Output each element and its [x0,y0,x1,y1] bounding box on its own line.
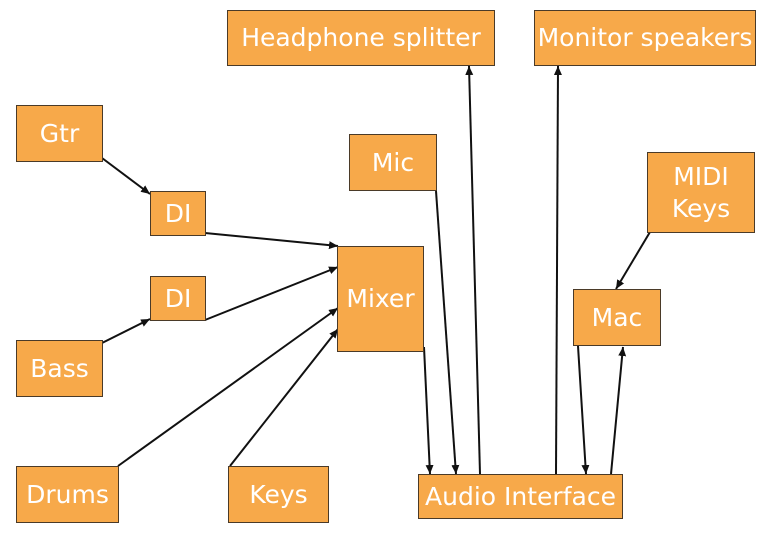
arrow-drums-to-mixer [117,307,339,467]
headphone-splitter-node: Headphone splitter [227,10,495,66]
mixer-node: Mixer [337,246,424,352]
midi-keys-node: MIDI Keys [647,152,755,233]
arrow-di-bottom-to-mixer [204,266,339,321]
di-node-bottom: DI [150,276,206,321]
arrow-gtr-to-di [101,157,151,195]
keys-node: Keys [228,466,329,523]
arrow-midi-keys-to-mac [615,231,651,290]
mac-node: Mac [573,289,661,346]
arrow-audio-interface-to-monitor-speakers [553,65,562,475]
arrow-mixer-to-audio-interface [423,346,434,475]
midi-keys-line-2: Keys [671,193,731,223]
arrow-di-top-to-mixer [204,232,339,250]
bass-node: Bass [16,340,103,397]
drums-node: Drums [16,466,119,523]
midi-keys-line-1: MIDI [673,162,729,192]
gtr-node: Gtr [16,105,103,162]
arrow-keys-to-mixer [229,328,339,467]
arrow-bass-to-di [101,318,151,344]
arrow-mic-to-audio-interface [435,190,460,475]
arrow-audio-interface-to-headphone-splitter [465,65,481,475]
arrow-mac-to-audio-interface [577,345,590,475]
audio-interface-node: Audio Interface [418,474,623,519]
di-node-top: DI [150,191,206,236]
arrow-audio-interface-to-mac [610,346,627,475]
monitor-speakers-node: Monitor speakers [534,10,756,66]
mic-node: Mic [349,134,437,191]
